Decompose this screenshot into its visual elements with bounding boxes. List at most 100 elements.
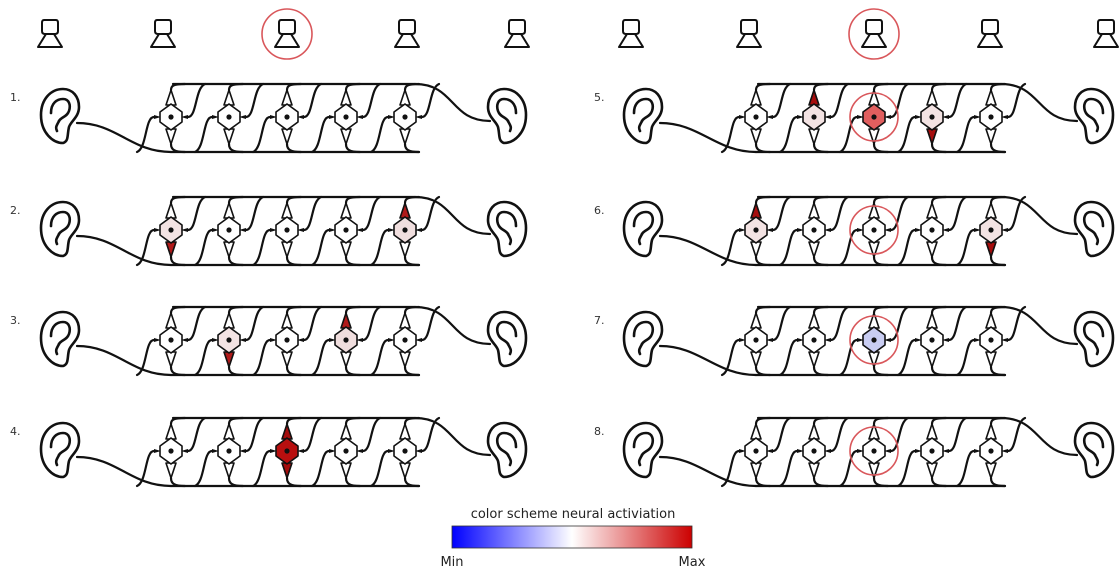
- neuron-dendrite-top: [224, 203, 234, 218]
- legend-color-bar: [452, 526, 692, 548]
- neuron-dendrite-top: [927, 424, 937, 439]
- left-ear-icon: [624, 202, 662, 256]
- neuron-nucleus: [284, 227, 289, 232]
- neuron-dendrite-top: [400, 90, 410, 105]
- neuron-nucleus: [871, 448, 876, 453]
- neuron: [797, 203, 831, 257]
- neuron-axon-bottom: [809, 352, 819, 367]
- neuron-nucleus: [988, 227, 993, 232]
- neuron-axon-bottom: [166, 242, 176, 257]
- neuron: [974, 90, 1008, 144]
- speaker-row: [38, 9, 529, 59]
- neuron-nucleus: [343, 448, 348, 453]
- neuron-nucleus: [929, 448, 934, 453]
- neuron-dendrite-top: [927, 90, 937, 105]
- neuron-nucleus: [226, 114, 231, 119]
- neuron: [212, 424, 246, 478]
- neuron-axon-bottom: [751, 129, 761, 144]
- panel-number: 1.: [10, 91, 21, 104]
- neuron-nucleus: [168, 114, 173, 119]
- neuron-nucleus: [402, 448, 407, 453]
- input-wire: [77, 457, 171, 486]
- panels: 1.2.3.4.5.6.7.8.: [10, 84, 1113, 486]
- neuron: [915, 203, 949, 257]
- neuron: [974, 424, 1008, 478]
- neuron-dendrite-top: [224, 424, 234, 439]
- neuron-nucleus: [402, 114, 407, 119]
- right-ear-icon: [488, 423, 526, 477]
- neuron-axon-bottom: [400, 242, 410, 257]
- neuron-nucleus: [988, 337, 993, 342]
- speaker-icon: [849, 9, 899, 59]
- speaker-icon: [737, 20, 761, 47]
- neuron-nucleus: [753, 448, 758, 453]
- left-ear-icon: [624, 423, 662, 477]
- neuron-nucleus: [811, 227, 816, 232]
- neuron: [388, 203, 422, 257]
- neuron: [974, 203, 1008, 257]
- neuron: [850, 90, 898, 144]
- neuron-axon-bottom: [400, 129, 410, 144]
- panel-number: 2.: [10, 204, 21, 217]
- neuron: [154, 90, 188, 144]
- neuron-dendrite-top: [809, 90, 819, 105]
- neuron-dendrite-top: [809, 313, 819, 328]
- neuron: [850, 313, 898, 367]
- panel: 2.: [10, 197, 526, 265]
- neuron: [797, 313, 831, 367]
- neuron-nucleus: [226, 337, 231, 342]
- neuron-nucleus: [871, 337, 876, 342]
- neuron-dendrite-top: [751, 313, 761, 328]
- neuron-nucleus: [343, 227, 348, 232]
- input-wire: [77, 236, 171, 265]
- neuron-dendrite-top: [809, 203, 819, 218]
- neuron: [739, 424, 773, 478]
- speaker-icon: [395, 20, 419, 47]
- speaker-icon: [619, 20, 643, 47]
- neuron-axon-bottom: [341, 129, 351, 144]
- neuron: [270, 313, 304, 367]
- neuron-dendrite-top: [224, 90, 234, 105]
- neuron-dendrite-top: [986, 90, 996, 105]
- speaker-row: [619, 9, 1118, 59]
- neuron-dendrite-top: [282, 313, 292, 328]
- input-wire: [660, 457, 756, 486]
- neuron-dendrite-top: [166, 90, 176, 105]
- neuron-dendrite-top: [282, 203, 292, 218]
- neuron-nucleus: [871, 114, 876, 119]
- neuron: [974, 313, 1008, 367]
- neuron: [850, 203, 898, 257]
- neuron: [915, 313, 949, 367]
- neuron-dendrite-top: [986, 203, 996, 218]
- input-wire: [660, 123, 756, 152]
- neuron-dendrite-top: [751, 203, 761, 218]
- neuron-nucleus: [929, 114, 934, 119]
- left-ear-icon: [41, 89, 79, 143]
- neuron-axon-bottom: [282, 352, 292, 367]
- neuron-dendrite-top: [224, 313, 234, 328]
- speaker-icon: [262, 9, 312, 59]
- neuron-axon-bottom: [341, 352, 351, 367]
- neuron-dendrite-top: [166, 424, 176, 439]
- neuron-dendrite-top: [986, 424, 996, 439]
- neuron-nucleus: [284, 337, 289, 342]
- neuron-nucleus: [402, 337, 407, 342]
- neuron-nucleus: [343, 337, 348, 342]
- neuron-nucleus: [402, 227, 407, 232]
- neuron-axon-bottom: [809, 129, 819, 144]
- neuron: [270, 424, 304, 478]
- neuron: [329, 203, 363, 257]
- left-ear-icon: [41, 312, 79, 366]
- panel-number: 3.: [10, 314, 21, 327]
- speaker-icon: [978, 20, 1002, 47]
- neuron-nucleus: [988, 448, 993, 453]
- left-ear-icon: [624, 89, 662, 143]
- neuron: [212, 313, 246, 367]
- neuron-axon-bottom: [224, 352, 234, 367]
- panel: 3.: [10, 307, 526, 375]
- panel: 7.: [594, 307, 1113, 375]
- neuron-dendrite-top: [400, 424, 410, 439]
- neuron-axon-bottom: [341, 242, 351, 257]
- neuron-axon-bottom: [751, 352, 761, 367]
